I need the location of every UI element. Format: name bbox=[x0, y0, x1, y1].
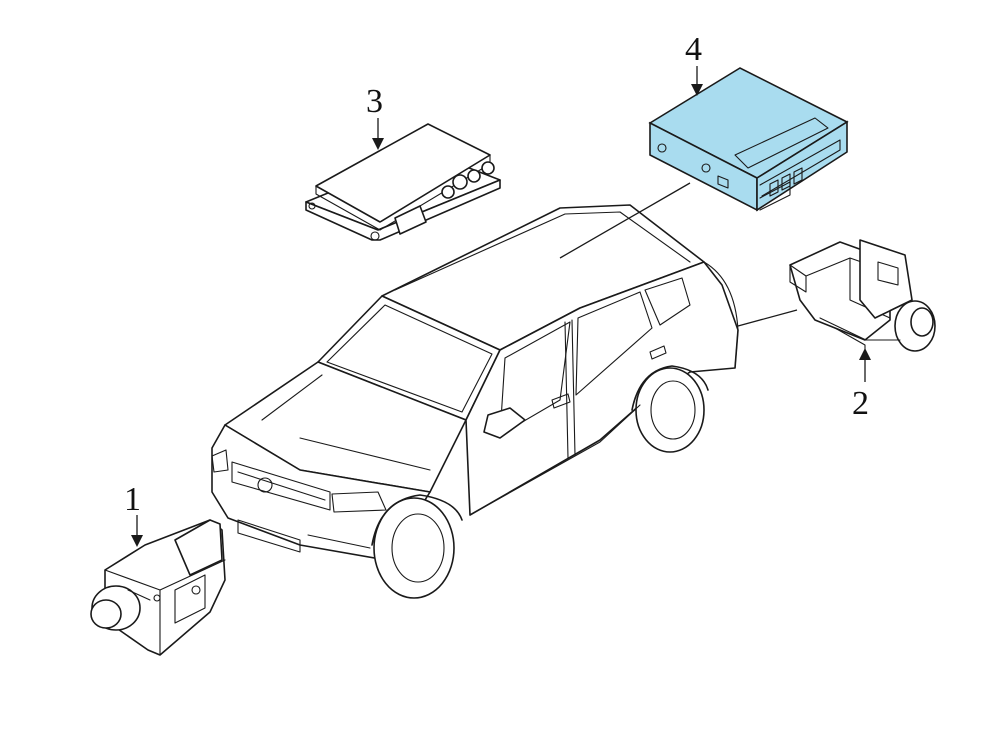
callout-1: 1 bbox=[124, 481, 143, 547]
part-2-rear-camera[interactable] bbox=[789, 239, 936, 353]
callout-1-label: 1 bbox=[124, 481, 141, 518]
part-1-front-camera[interactable] bbox=[90, 519, 226, 656]
callout-4-label: 4 bbox=[685, 31, 702, 68]
part-3-control-module[interactable] bbox=[305, 123, 501, 241]
callout-2-label: 2 bbox=[852, 385, 869, 422]
leader-lines bbox=[559, 182, 798, 327]
callout-3: 3 bbox=[366, 83, 384, 150]
part-4-camera-control-module[interactable] bbox=[648, 67, 849, 212]
vehicle-illustration bbox=[211, 204, 739, 599]
callout-3-label: 3 bbox=[366, 83, 383, 120]
callout-4: 4 bbox=[685, 31, 703, 96]
callout-2: 2 bbox=[852, 348, 871, 422]
